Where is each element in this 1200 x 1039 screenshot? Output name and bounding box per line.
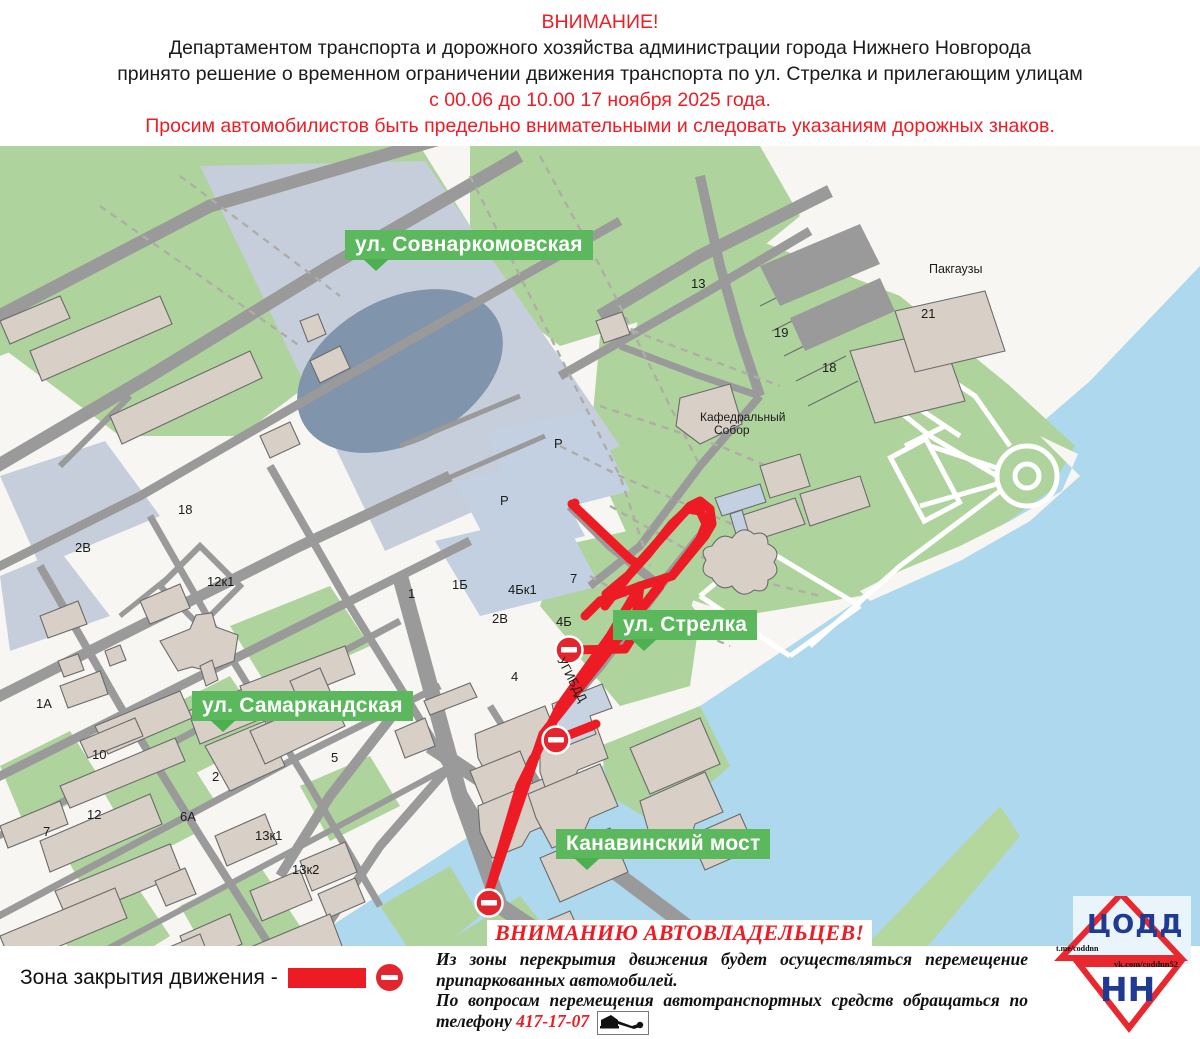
owners-notice-line-1: Из зоны перекрытия движения будет осущес… xyxy=(436,949,1028,990)
legend-label: Зона закрытия движения - xyxy=(20,965,278,989)
street-label-kanavinskiy-most: Канавинский мост xyxy=(556,829,771,870)
building-number: 2 xyxy=(212,769,219,784)
notice-line-1: Департаментом транспорта и дорожного хоз… xyxy=(168,37,1032,60)
road-cathedral-n xyxy=(695,174,765,398)
map-canvas[interactable]: 13 19 18 21 18 2В 12к1 1 1Б 4Бк1 7 2В 4Б 1А 10 4 2 5 12 6А 7… xyxy=(0,146,1200,946)
island-green xyxy=(865,806,1020,946)
map-svg: 13 19 18 21 18 2В 12к1 1 1Б 4Бк1 7 2В 4Б 1А 10 4 2 5 12 6А 7… xyxy=(0,146,1200,946)
building-number: 1А xyxy=(36,696,52,711)
building-number: 19 xyxy=(774,325,788,340)
logo-telegram-link[interactable]: t.me/coddnn xyxy=(1056,944,1099,953)
building-number: 4 xyxy=(511,669,518,684)
building-number: 13к2 xyxy=(292,862,319,877)
owners-notice-title: ВНИМАНИЮ АВТОВЛАДЕЛЬЦЕВ! xyxy=(487,920,873,946)
no-entry-sign-south xyxy=(474,888,504,918)
building-number: 2В xyxy=(492,611,508,626)
building-number: 12к1 xyxy=(207,574,234,589)
owners-notice-line-2-text: По вопросам перемещения автотранспортных… xyxy=(436,990,1028,1031)
road-peninsula-2 xyxy=(557,227,813,380)
water-oka-upper xyxy=(980,266,1200,476)
logo-vk-link[interactable]: vk.com/coddnn52 xyxy=(1114,959,1178,969)
road-parking-1 xyxy=(399,393,521,449)
street-label-samarkandskaya: ул. Самаркандская xyxy=(192,691,413,732)
notice-line-3: с 00.06 до 10.00 17 ноября 2025 года. xyxy=(429,88,771,111)
street-label-strelka: ул. Стрелка xyxy=(613,610,758,651)
logo-triangles xyxy=(1054,896,1188,1033)
building-number: 1Б xyxy=(452,577,468,592)
park-lower-7 xyxy=(0,731,105,826)
tow-truck-icon xyxy=(597,1010,650,1035)
owners-notice-body: Из зоны перекрытия движения будет осущес… xyxy=(432,947,1032,1039)
buildings xyxy=(0,290,1006,595)
road-sovnarkomovskaya xyxy=(0,146,439,323)
header-notice: ВНИМАНИЕ! Департаментом транспорта и дор… xyxy=(0,0,1200,146)
parking-blue-3 xyxy=(435,511,600,616)
block-bluegrey-1 xyxy=(0,441,160,566)
park-lower-1 xyxy=(380,866,480,946)
building-number: 12 xyxy=(87,807,101,822)
road-stadium-loop-2 xyxy=(118,574,172,618)
logo-codd-text: ЦОДД xyxy=(1087,910,1184,940)
tow-truck-glyph xyxy=(600,1014,644,1029)
legend-color-swatch xyxy=(287,967,366,988)
building-number: 4Б xyxy=(556,614,572,629)
map-closure-signs xyxy=(474,635,584,918)
building-number: 18 xyxy=(822,360,836,375)
building-number: 21 xyxy=(921,306,935,321)
building-number: Р xyxy=(500,493,509,508)
road-stadium-loop xyxy=(155,541,245,631)
no-entry-sign-icon xyxy=(375,964,403,991)
building-number: 6А xyxy=(180,809,196,824)
road-cathedral-w xyxy=(618,342,762,400)
building-number: 13 xyxy=(691,276,705,291)
logo-nn-text: НН xyxy=(1100,970,1156,1009)
road-ramp-1 xyxy=(275,702,404,879)
owners-notice-line-2: По вопросам перемещения автотранспортных… xyxy=(436,990,1028,1035)
notice-line-2: принято решение о временном ограничении … xyxy=(117,63,1083,86)
building-number: 18 xyxy=(178,502,192,517)
parking-block-north xyxy=(760,224,895,351)
building-number: 7 xyxy=(570,571,577,586)
building-number: 10 xyxy=(92,747,106,762)
building-number: 1 xyxy=(408,586,415,601)
building-number: 4Бк1 xyxy=(508,582,537,597)
road-diagonal-main xyxy=(0,150,524,472)
place-label-cathedral: Кафедральный xyxy=(700,410,786,424)
no-entry-sign-middle xyxy=(541,725,571,755)
legend: Зона закрытия движения - xyxy=(20,964,403,991)
notice-line-4: Просим автомобилистов быть предельно вни… xyxy=(145,114,1055,137)
street-label-sovnarkomovskaya: ул. Совнаркомовская xyxy=(345,230,593,271)
codd-logo: ЦОДД НН t.me/coddnn vk.com/coddnn52 xyxy=(1051,896,1191,1033)
park-lower-5 xyxy=(300,756,400,841)
building-number: 2В xyxy=(75,540,91,555)
place-label-cathedral-line2: Собор xyxy=(714,423,750,437)
road-local-7 xyxy=(57,393,133,469)
place-label-pakgauzy: Пакгаузы xyxy=(929,262,982,276)
no-entry-sign-north xyxy=(554,635,584,665)
road-local-6 xyxy=(106,758,462,946)
tow-phone-number: 417-17-07 xyxy=(516,1010,590,1031)
promenade-rect-21 xyxy=(887,435,963,525)
road-local-5 xyxy=(0,682,442,920)
block-bluegrey-2 xyxy=(0,551,110,651)
owners-notice: ВНИМАНИЮ АВТОВЛАДЕЛЬЦЕВ! Из зоны перекры… xyxy=(432,920,1032,1039)
building-number: 13к1 xyxy=(255,828,282,843)
road-cathedral-s xyxy=(587,393,764,590)
road-network xyxy=(0,146,833,946)
notice-title: ВНИМАНИЕ! xyxy=(541,11,659,33)
stadium-bowl xyxy=(297,289,503,453)
building-number: Р xyxy=(554,436,563,451)
water-oka xyxy=(300,146,1200,946)
road-bridge-approach xyxy=(392,573,565,946)
road-peninsula xyxy=(596,185,833,322)
road-arterial xyxy=(0,217,623,572)
building-number: 5 xyxy=(331,750,338,765)
park-north-mid xyxy=(470,146,800,346)
building-number: 7 xyxy=(43,824,50,839)
